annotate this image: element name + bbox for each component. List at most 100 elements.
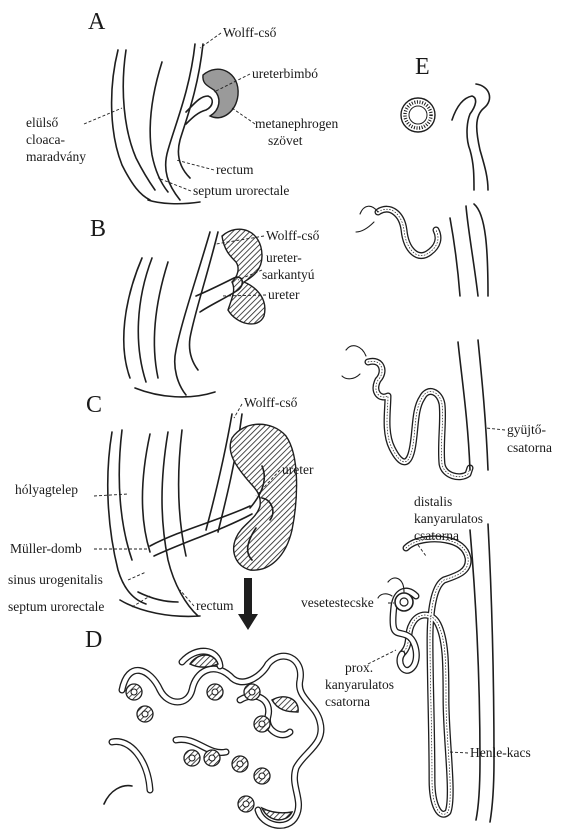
label-e-distalis-3: csatorna (414, 528, 459, 543)
label-a-wolff: Wolff-cső (223, 25, 277, 40)
arrow-c-to-d (238, 578, 258, 630)
e-collecting-1a (475, 83, 491, 191)
label-e-distalis-2: kanyarulatos (414, 511, 483, 526)
c-ureter-stalk-2 (153, 513, 253, 557)
panel-c-drawing (106, 413, 298, 630)
panel-a: A Wolff-cső ureterbimbó metanephrogen sz… (26, 9, 338, 205)
c-wolff-2 (217, 413, 243, 533)
label-a-ureterbimbo: ureterbimbó (252, 66, 318, 81)
e-nephron-3-vessel (341, 345, 367, 380)
leader-c-holyag (93, 493, 129, 497)
b-metanephrogen (221, 228, 266, 325)
label-a-metanephrogen-2: szövet (268, 133, 303, 148)
e-collecting-3a (457, 341, 471, 471)
leader-c-rectum (179, 589, 195, 607)
metanephrogen-cap (202, 68, 239, 119)
e-collecting-4a (469, 529, 481, 821)
e-s-vessel (355, 205, 379, 233)
label-c-septum: septum urorectale (8, 599, 104, 614)
label-a-elulso-2: cloaca- (26, 132, 65, 147)
leader-a-septum (157, 177, 192, 192)
c-ureter-stalk-1 (149, 505, 251, 547)
e-collecting-1b (451, 95, 477, 191)
label-e-henle: Henle-kacs (470, 745, 531, 760)
leader-c-wolff (233, 403, 243, 419)
d-side-curve (103, 784, 133, 805)
panel-b-letter: B (90, 216, 106, 242)
e-collecting-3b (477, 339, 489, 471)
e-collecting-2a (449, 217, 461, 297)
e-vesicle-cells (403, 100, 433, 130)
cloaca-wall-left (110, 49, 151, 201)
label-a-rectum: rectum (216, 162, 254, 177)
c-collecting-branches (246, 465, 274, 561)
leader-e-distalis (417, 544, 427, 557)
label-b-sarkantyu-1: ureter- (266, 250, 302, 265)
c-base-2 (137, 591, 179, 603)
c-bladder-wall-1 (106, 431, 147, 605)
panel-e-letter: E (415, 54, 430, 80)
panel-b: B Wolff-cső ureter- sarkantyú ureter (90, 216, 320, 398)
label-a-metanephrogen-1: metanephrogen (255, 116, 338, 131)
leader-c-ureter (255, 469, 281, 497)
wolff-duct-left (164, 43, 196, 201)
e-s-body-cells (377, 208, 439, 256)
b-wall-3 (153, 261, 169, 379)
leader-e-prox (367, 649, 397, 665)
panel-a-drawing (110, 43, 239, 205)
panel-b-drawing (122, 228, 266, 398)
c-wolff-1 (205, 413, 233, 531)
panel-c: C Wolff-cső ureter hólyagtelep Müller-do… (8, 392, 314, 630)
panel-a-letter: A (88, 9, 106, 35)
leader-a-elulso (83, 107, 123, 125)
c-base-1 (119, 599, 201, 618)
e-nephron-3 (364, 357, 474, 481)
label-e-gyujto-2: csatorna (507, 440, 552, 455)
c-metanephros (229, 423, 298, 571)
e-collecting-2b (465, 205, 479, 297)
e-stage-2 (355, 203, 489, 297)
leader-a-ureterbimbo (213, 73, 251, 93)
leader-b-wolff (215, 235, 265, 245)
e-stage-4 (377, 523, 495, 823)
panel-c-letter: C (86, 392, 102, 418)
c-rectum-1 (161, 431, 199, 617)
b-wolff-2 (188, 231, 219, 371)
label-e-gyujto-1: gyüjtő- (507, 422, 547, 437)
d-tubule-network (118, 652, 325, 829)
c-wall-3 (141, 433, 151, 553)
label-b-ureter: ureter (268, 287, 300, 302)
b-ureter-bud (195, 276, 244, 313)
leader-e-gyujto (485, 427, 506, 431)
e-nephron-4-cells (401, 538, 469, 815)
d-vesicles (125, 683, 271, 813)
wolff-duct-right (177, 43, 204, 179)
label-c-rectum: rectum (196, 598, 234, 613)
label-c-holyag: hólyagtelep (15, 482, 78, 497)
label-a-elulso-1: elülső (26, 115, 58, 130)
label-e-prox-1: prox. (345, 660, 373, 675)
leader-a-metanephrogen (231, 107, 256, 125)
ureteric-bud (185, 95, 214, 125)
b-wolff-1 (173, 231, 211, 396)
label-c-ureter: ureter (282, 462, 314, 477)
septum-wall (149, 61, 169, 193)
e-vesicle-lumen (408, 105, 428, 125)
label-c-muller: Müller-domb (10, 541, 82, 556)
leader-b-sarkantyu (237, 269, 263, 281)
panel-e: E gyüjtő- csatorna (301, 54, 552, 823)
b-base (134, 387, 216, 398)
e-stage-3 (341, 339, 489, 481)
e-nephron-4 (398, 535, 472, 818)
d-cap-2 (188, 654, 219, 668)
b-wall-2 (137, 257, 153, 383)
d-cap-1 (271, 696, 299, 713)
c-rectum-2 (177, 429, 187, 557)
leader-b-ureter (221, 294, 267, 297)
label-c-wolff: Wolff-cső (244, 395, 298, 410)
panel-d: D (85, 627, 325, 829)
d-cap-3 (260, 806, 294, 821)
cloaca-wall-inner (122, 49, 156, 191)
